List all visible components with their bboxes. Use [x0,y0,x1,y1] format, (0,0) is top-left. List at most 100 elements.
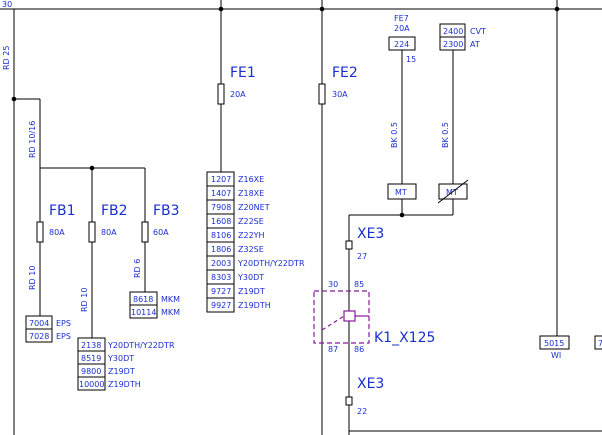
fuse-name: FE2 [332,65,358,81]
fuse-fb1: FB1 80A [36,203,76,243]
table-label: Y20DTH/Y22DTR [237,259,305,268]
table-label: EPS [56,319,71,328]
table-label: Z32SE [238,245,264,254]
wire-label-rd10-fb1: RD 10 [28,266,37,290]
fuse-symbol [36,221,44,243]
table-label: MKM [161,308,180,317]
table-code: 9727 [211,287,231,296]
table-code: 1806 [211,245,231,254]
wire-label-rd1016: RD 10/16 [28,121,37,158]
fuse-name: FE1 [230,65,256,81]
cvt-at-table: 2400 CVT 2300 AT [439,23,486,51]
connector-pin: 27 [357,252,367,261]
table-cell [439,36,466,51]
relay-name: K1_X125 [374,330,435,346]
table-code: 2003 [211,259,231,268]
bus-label-30: 30 [2,0,12,9]
mt-box-a: MT [387,183,417,200]
right-code: 5015 [544,339,564,348]
table-code: 9800 [81,367,101,376]
table-code: 10000 [79,380,104,389]
table-label: CVT [470,27,486,36]
table-code: 7908 [211,203,231,212]
table-label: Z19DT [238,287,265,296]
table-label: AT [470,40,480,49]
fuse-fe1: FE1 20A [217,65,256,105]
table-code: 1608 [211,217,231,226]
table-label: Y30DT [107,354,134,363]
mt-box-b: MT [437,179,469,204]
table-label: Z18XE [238,189,264,198]
table-cell [206,297,235,313]
fuse-symbol [141,221,149,243]
fuse-name: FB3 [153,203,180,219]
fuse-rating: 60A [153,228,169,237]
table-label: EPS [56,332,71,341]
table-code: 7028 [29,332,49,341]
table-code: 2400 [443,27,463,36]
table-label: Z22YH [238,231,265,240]
table-label: Z19DTH [238,301,271,310]
table-code: 8519 [81,354,101,363]
table-label: Z19DTH [108,380,141,389]
right-label: WI [551,351,561,360]
mt-box [387,183,417,200]
table-label: Y20DTH/Y22DTR [107,341,175,350]
junction-dot [554,6,560,12]
table-label: Z16XE [238,175,264,184]
fe7-name: FE7 [394,14,409,23]
table-code: 8303 [211,273,231,282]
mt-diagonal [437,179,469,204]
fe7-block: FE7 20A 224 15 [388,14,416,64]
fb3-table: 8618 MKM 10114 MKM [129,291,180,319]
right-box: 5015 WI 7 [539,335,602,360]
junction-dot [89,165,95,171]
connector-xe3-bottom: XE3 22 [345,376,384,416]
fuse-fe2: FE2 30A [318,65,358,105]
table-label: Y30DT [237,273,264,282]
wire-label-bk05-a: BK 0.5 [390,122,399,148]
mt-label: MT [395,188,407,197]
table-code: 1207 [211,175,231,184]
fuse-name: FB2 [101,203,128,219]
junction-dot [11,96,17,102]
right-code-box [539,335,570,350]
connector-name: XE3 [357,226,384,242]
table-cell [77,376,106,391]
right-partial: 7 [598,339,602,348]
wire-label-rd6: RD 6 [133,259,142,278]
fuse-symbol [318,83,326,105]
table-label: Z22SE [238,217,264,226]
table-label: Z19DT [108,367,135,376]
connector-symbol [345,396,353,406]
fe7-rating: 20A [394,24,410,33]
table-code: 2138 [81,341,101,350]
connector-symbol [345,240,353,250]
junction-dot [399,212,405,218]
wire-label-bk05-b: BK 0.5 [441,122,450,148]
relay-k1-x125: 30 85 87 86 K1_X125 [313,280,435,354]
fb1-table: 7004 EPS 7028 EPS [25,315,71,343]
wire-label-rd10-fb2: RD 10 [80,288,89,312]
table-code: 1407 [211,189,231,198]
fuse-symbol [88,221,96,243]
fuse-rating: 80A [49,228,65,237]
table-code: 10114 [131,308,156,317]
right-partial-box [594,335,602,350]
table-code: 8618 [133,295,153,304]
table-cell [129,304,158,319]
relay-pin-86: 86 [354,345,364,354]
fuse-name: FB1 [49,203,76,219]
table-cell [25,328,53,343]
relay-pin-30: 30 [328,280,338,289]
fuse-fb3: FB3 60A [141,203,180,243]
fuse-rating: 20A [230,90,246,99]
connector-name: XE3 [357,376,384,392]
table-label: Z20NET [238,203,270,212]
relay-outline [313,290,370,344]
fe7-code: 224 [394,40,409,49]
relay-coil [343,310,356,322]
junction-dot [218,6,224,12]
junction-dot [319,6,325,12]
